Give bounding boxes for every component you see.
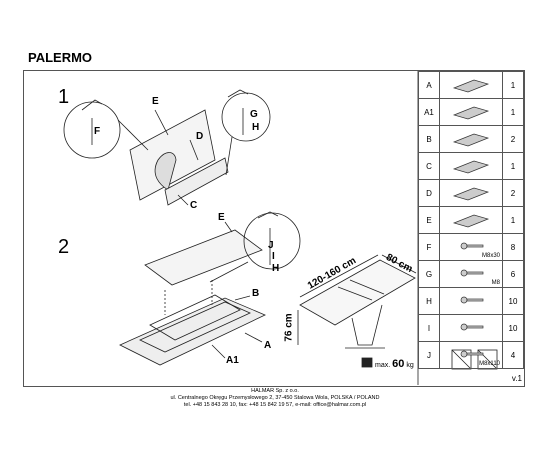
glass-top-icon [439, 206, 503, 234]
part-qty: 6 [502, 260, 524, 288]
step-number-2: 2 [58, 236, 70, 258]
step2-mechanism [149, 294, 241, 341]
leg-icon [439, 179, 503, 207]
leader-A [244, 332, 263, 343]
max-load-prefix: max. [375, 362, 391, 369]
footer-address: ul. Centralnego Okręgu Przemysłowego 2, … [170, 395, 380, 401]
screw-icon: M8 [439, 260, 503, 288]
part-qty: 10 [502, 314, 524, 342]
part-letter: B [418, 125, 440, 153]
label-D-step1: D [196, 131, 204, 142]
top-frame-icon [439, 71, 503, 99]
part-size: M8x110 [479, 361, 500, 367]
page-title: PALERMO [28, 50, 93, 65]
part-qty: 1 [502, 152, 524, 180]
part-letter: H [418, 287, 440, 315]
part-letter: G [418, 260, 440, 288]
part-letter: D [418, 179, 440, 207]
label-J-step2: J [268, 240, 274, 251]
part-size: M8x30 [481, 253, 500, 259]
part-letter: F [418, 233, 440, 261]
extension-leaf-icon [439, 125, 503, 153]
table-seam2 [349, 279, 385, 295]
part-letter: I [418, 314, 440, 342]
label-A1-step2: A1 [226, 355, 239, 366]
label-C-step1: C [190, 200, 198, 211]
washer-icon [439, 287, 503, 315]
step1-leg [154, 152, 177, 191]
footer: HALMAR Sp. z o.o. ul. Centralnego Okręgu… [0, 388, 550, 409]
allen-key-left [81, 99, 103, 111]
dim-height: 76 cm [283, 313, 295, 342]
part-qty: 1 [502, 98, 524, 126]
weight-icon [361, 357, 373, 368]
part-letter: A1 [418, 98, 440, 126]
instruction-frame [23, 70, 525, 387]
label-H-step1: H [252, 122, 260, 133]
part-qty: 10 [502, 287, 524, 315]
part-letter: J [418, 341, 440, 369]
max-load-unit: kg [406, 362, 414, 369]
version: v.1 [511, 374, 522, 383]
part-qty: 2 [502, 125, 524, 153]
bolt-icon: M8x30 [439, 233, 503, 261]
leader-C1 [177, 194, 189, 206]
step1-base [164, 157, 229, 206]
part-letter: C [418, 152, 440, 180]
part-qty: 1 [502, 206, 524, 234]
label-G-step1: G [250, 109, 258, 120]
leader-B [234, 295, 251, 301]
part-qty: 4 [502, 341, 524, 369]
label-E-step2: E [218, 212, 225, 223]
base-plate-icon [439, 152, 503, 180]
parts-row: I 10 [418, 314, 524, 342]
parts-row: A1 1 [418, 98, 524, 126]
max-load: max. 60 kg [375, 358, 414, 370]
footer-contact: tel. +48 15 843 28 10, fax: +48 15 842 1… [183, 402, 367, 408]
parts-row: H 10 [418, 287, 524, 315]
table-leg-sketch [351, 304, 383, 346]
step1-detail-right [221, 92, 271, 142]
spring-washer-icon [439, 314, 503, 342]
allen-key-step2 [257, 211, 279, 219]
leader-D1 [189, 139, 199, 161]
glass-panel-icon [439, 98, 503, 126]
leader-A1 [211, 344, 226, 359]
max-load-value: 60 [392, 358, 405, 370]
label-F-step1: F [94, 126, 101, 137]
footer-company: HALMAR Sp. z o.o. [251, 388, 299, 394]
step-number-1: 1 [58, 86, 70, 108]
part-size: M8 [491, 280, 500, 286]
table-seam1 [337, 286, 373, 301]
length-dim-line [299, 254, 379, 298]
part-letter: E [418, 206, 440, 234]
step2-inner-frame [139, 301, 251, 353]
leader-E1 [154, 109, 169, 136]
width-dim-line [381, 254, 417, 274]
part-letter: A [418, 71, 440, 99]
part-qty: 2 [502, 179, 524, 207]
part-qty: 8 [502, 233, 524, 261]
table-top-sketch [299, 259, 416, 326]
allen-key-right [227, 89, 249, 98]
leader-E2 [224, 221, 233, 233]
label-E-step1: E [152, 96, 159, 107]
long-bolt-icon: M8x110 [439, 341, 503, 369]
step2-glass-top [144, 229, 263, 286]
part-qty: 1 [502, 71, 524, 99]
label-I-step2: I [272, 251, 275, 262]
label-A-step2: A [264, 340, 272, 351]
label-B-step2: B [252, 288, 260, 299]
label-H-step2: H [272, 263, 280, 274]
